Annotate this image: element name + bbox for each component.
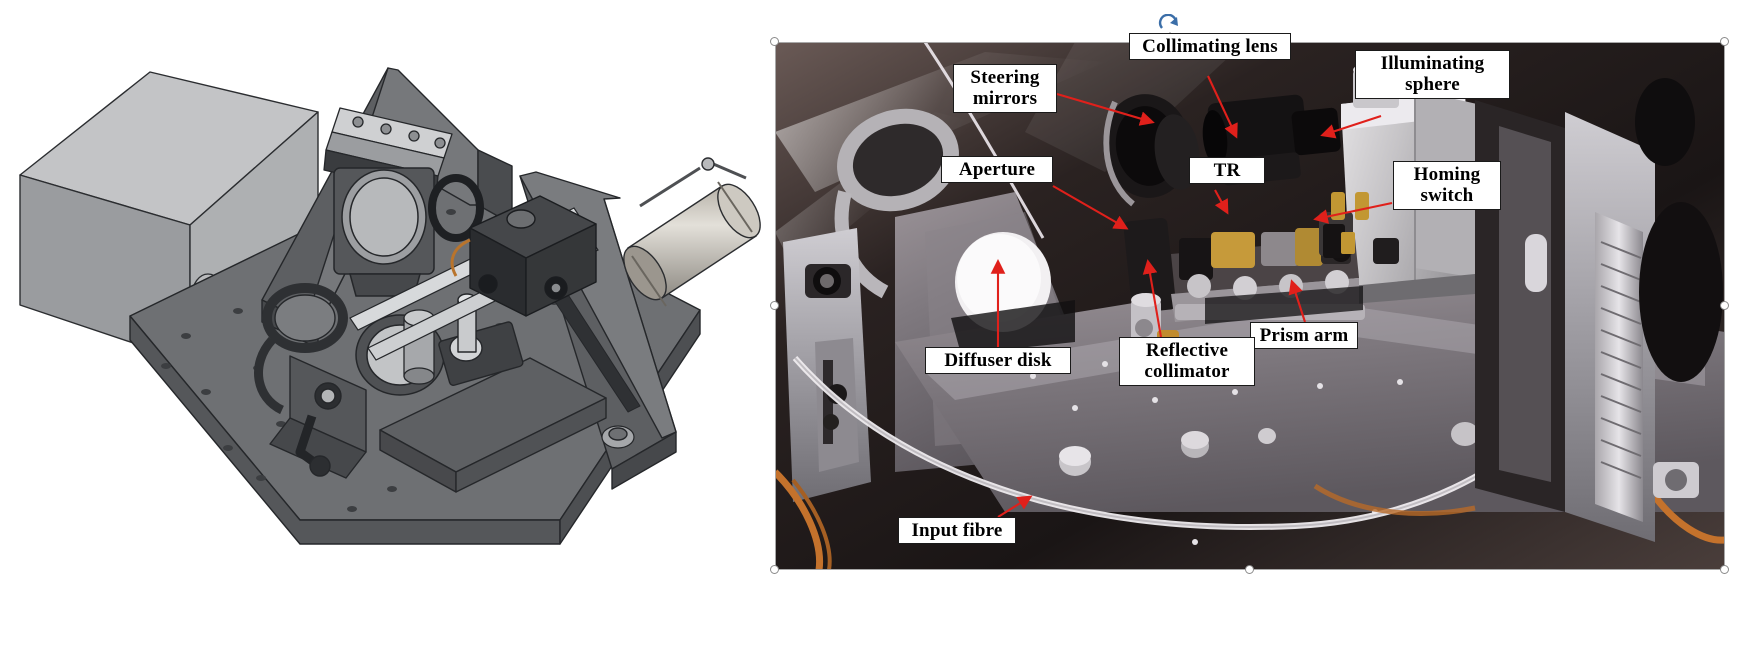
cad-cylinder-housing (623, 157, 761, 307)
instrument-photograph (775, 42, 1725, 570)
callout-steering-mirrors: Steering mirrors (953, 64, 1057, 113)
callout-tr: TR (1189, 157, 1265, 185)
photo-bolt-heads (1059, 422, 1479, 476)
cad-upper-mirror (333, 167, 484, 297)
resize-handle-bottom-left[interactable] (770, 565, 779, 574)
resize-handle-middle-left[interactable] (770, 301, 779, 310)
photo-left-pillar (783, 228, 871, 502)
cad-cable (450, 238, 471, 277)
photograph-panel[interactable] (775, 42, 1725, 570)
photo-wire (923, 42, 1045, 239)
callout-reflective-collimator: Reflective collimator (1119, 337, 1255, 386)
resize-handle-bottom-center[interactable] (1245, 565, 1254, 574)
callout-aperture: Aperture (941, 156, 1053, 184)
photo-orange-cable-right (1650, 491, 1725, 544)
cad-render-panel (0, 0, 770, 620)
cad-drawing (19, 67, 761, 545)
resize-handle-top-left[interactable] (770, 37, 779, 46)
callout-prism-arm: Prism arm (1250, 322, 1358, 350)
photo-right-bracket (1475, 78, 1723, 542)
callout-homing-switch: Homing switch (1393, 161, 1501, 210)
photo-orange-cable-left (775, 469, 824, 570)
cad-lower-mirror-ring (254, 283, 348, 415)
cad-prism-arm (269, 355, 367, 479)
resize-handle-bottom-right[interactable] (1720, 565, 1729, 574)
callout-collimating-lens: Collimating lens (1129, 33, 1291, 61)
callout-illuminating-sphere: Illuminating sphere (1355, 50, 1510, 99)
callout-diffuser-disk: Diffuser disk (925, 347, 1071, 375)
cad-instrument-box (469, 195, 597, 317)
resize-handle-middle-right[interactable] (1720, 301, 1729, 310)
resize-handle-top-right[interactable] (1720, 37, 1729, 46)
photo-homing-switch (1323, 224, 1355, 258)
callout-input-fibre: Input fibre (898, 517, 1016, 545)
photo-shadow-recess (1205, 286, 1363, 324)
cad-motor-block (379, 293, 607, 493)
photo-left-mirror-ring (834, 108, 959, 299)
